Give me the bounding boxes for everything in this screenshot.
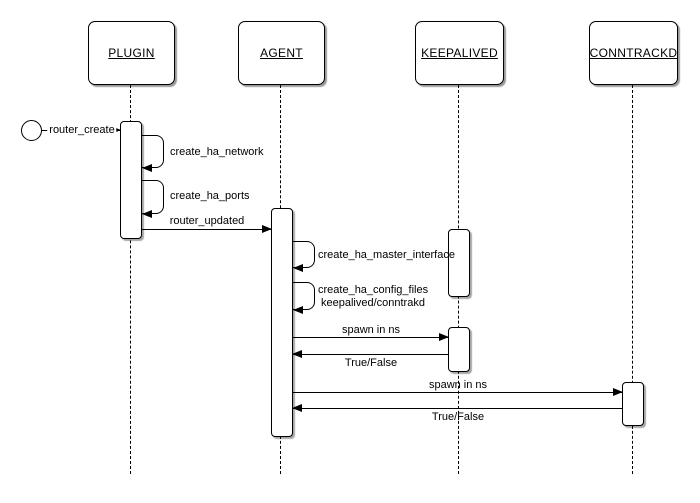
label-create-ha-config-files: create_ha_config_files keepalived/conntr…: [318, 284, 428, 310]
message-line-return-keepalived: [292, 349, 448, 358]
label-create-ha-network: create_ha_network: [170, 146, 264, 158]
actor-agent: AGENT: [238, 21, 325, 85]
plugin-self-call-create-ha-network: [142, 135, 164, 172]
plugin-lifeline: [130, 85, 131, 474]
plugin-activation-bar: [120, 121, 142, 239]
actor-plugin: PLUGIN: [88, 21, 175, 85]
message-line-router-updated: [142, 224, 272, 233]
message-label-router-create: router_create: [47, 124, 117, 137]
message-label-return-keepalived: True/False: [344, 357, 398, 369]
arrowhead-right-icon: [262, 224, 272, 233]
actor-plugin-label: PLUGIN: [108, 46, 155, 60]
plugin-self-call-create-ha-ports: [142, 180, 164, 218]
keepalived-activation-bar-1: [448, 229, 470, 297]
conntrackd-activation-bar: [622, 382, 644, 426]
agent-self-call-create-ha-config-files: [293, 282, 315, 314]
keepalived-activation-bar-2: [448, 327, 470, 372]
label-create-ha-master-interface: create_ha_master_interface: [318, 249, 455, 261]
actor-keepalived-label: KEEPALIVED: [421, 46, 498, 60]
message-line-spawn-keepalived: [293, 332, 449, 341]
arrowhead-right-icon: [613, 387, 623, 396]
arrowhead-left-icon: [292, 349, 302, 358]
actor-agent-label: AGENT: [260, 46, 303, 60]
label-create-ha-config-files-line1: create_ha_config_files: [318, 284, 429, 296]
message-label-return-conntrackd: True/False: [431, 411, 485, 423]
arrowhead-right-icon: [439, 332, 449, 341]
arrowhead-left-icon: [292, 403, 302, 412]
message-label-router-updated: router_updated: [169, 215, 245, 227]
message-label-spawn-keepalived: spawn in ns: [341, 324, 401, 336]
label-create-ha-ports: create_ha_ports: [170, 190, 250, 202]
message-line-return-conntrackd: [292, 403, 622, 412]
agent-self-call-create-ha-master-interface: [293, 241, 315, 272]
actor-conntrackd: CONNTRACKD: [589, 21, 678, 85]
agent-activation-bar: [271, 208, 293, 437]
message-label-spawn-conntrackd: spawn in ns: [428, 379, 488, 391]
message-line-spawn-conntrackd: [293, 387, 623, 396]
initial-node-icon: [21, 120, 42, 141]
actor-conntrackd-label: CONNTRACKD: [589, 46, 678, 60]
label-create-ha-config-files-line2: keepalived/conntrakd: [321, 297, 425, 309]
actor-keepalived: KEEPALIVED: [415, 21, 504, 85]
conntrackd-lifeline: [632, 85, 633, 474]
